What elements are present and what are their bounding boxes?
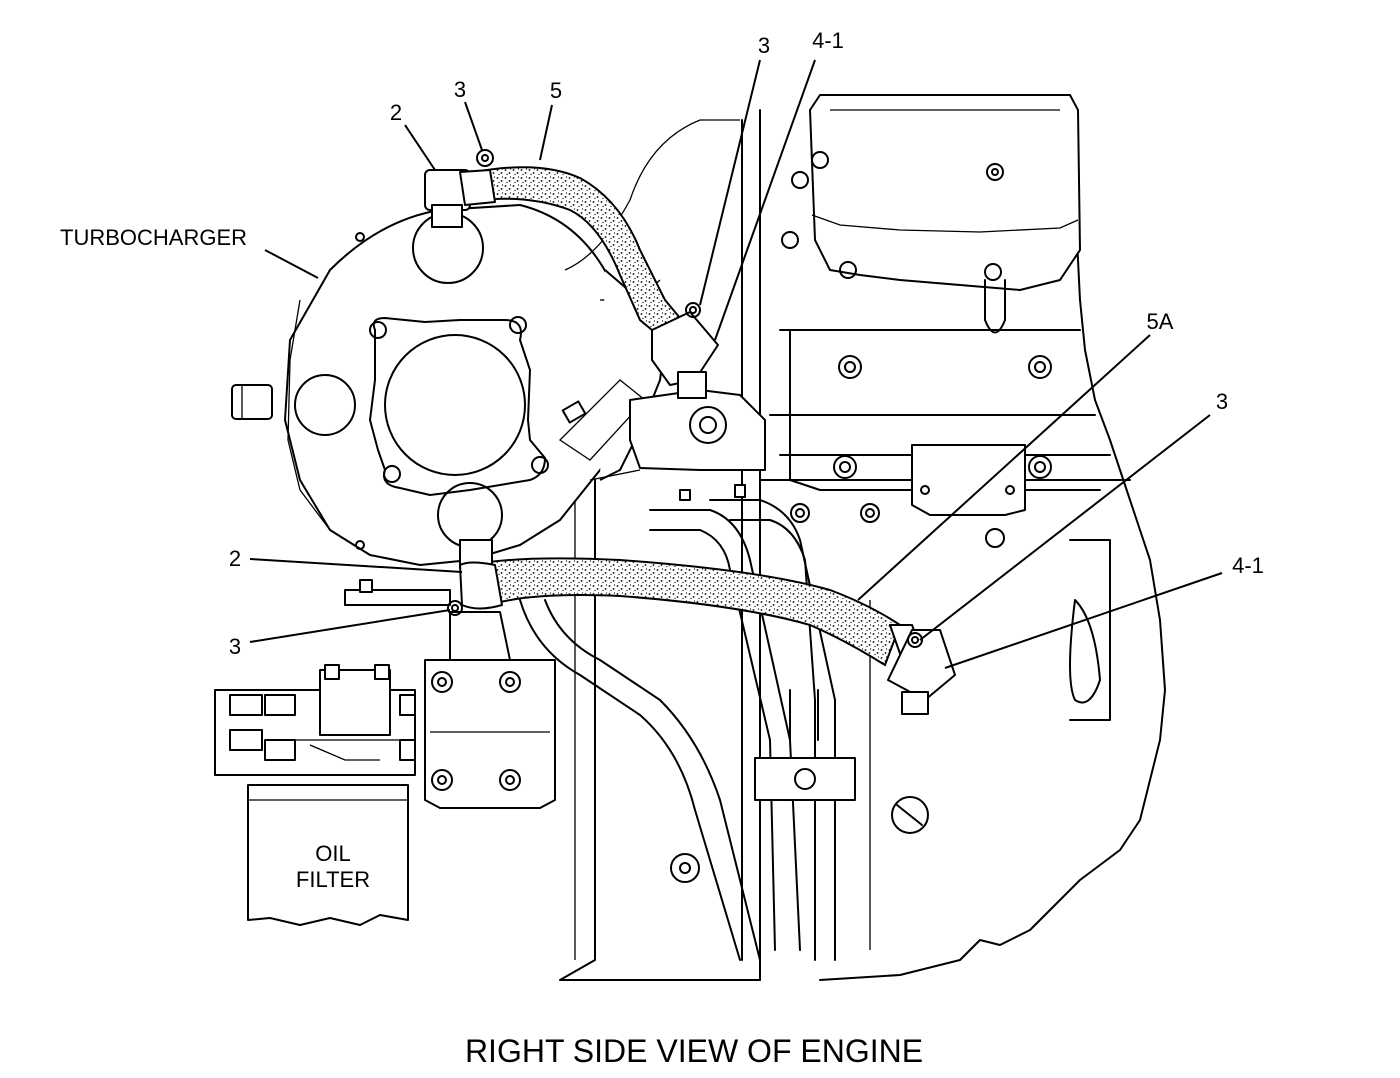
callout-top-clamp-3-left: 3	[454, 77, 466, 102]
leader-lines	[249, 59, 1223, 669]
top-hose-assembly	[424, 149, 719, 399]
callout-bottom-clamp-3: 3	[229, 634, 241, 659]
oil-filter-label-line1: OIL	[315, 841, 350, 866]
callout-right-clamp-3: 3	[1216, 389, 1228, 414]
turbo-mount	[589, 389, 766, 501]
cylinder-head	[670, 279, 1131, 883]
engine-block	[559, 94, 1166, 981]
diagram-caption: RIGHT SIDE VIEW OF ENGINE	[465, 1033, 923, 1069]
callout-top-fitting-4-1: 4-1	[812, 28, 844, 53]
oil-filter-label-line2: FILTER	[296, 867, 370, 892]
callout-top-hose-5: 5	[550, 78, 562, 103]
callout-top-clamp-3-right: 3	[758, 33, 770, 58]
oil-filter-housing	[214, 579, 556, 926]
turbocharger-label: TURBOCHARGER	[60, 225, 247, 250]
bottom-hose-assembly	[447, 539, 956, 715]
callout-bottom-elbow-2: 2	[229, 546, 241, 571]
oil-lines	[519, 499, 856, 961]
turbocharger	[231, 119, 740, 566]
callout-hose-5a: 5A	[1147, 309, 1174, 334]
callout-top-elbow-2: 2	[390, 100, 402, 125]
valve-cover	[781, 94, 1081, 291]
callout-right-fitting-4-1: 4-1	[1232, 553, 1264, 578]
